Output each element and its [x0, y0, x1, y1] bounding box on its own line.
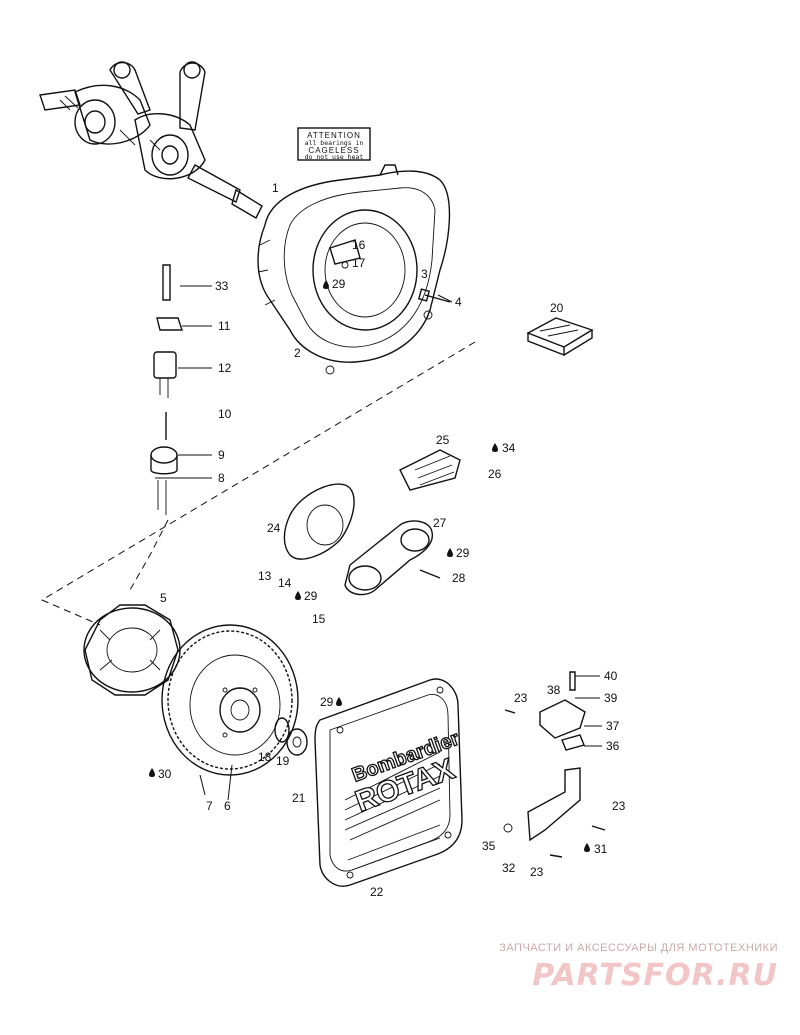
callout-38: 38 — [547, 683, 561, 697]
callout-3: 3 — [421, 267, 428, 281]
callout-23: 23 — [530, 865, 544, 879]
drop-icon — [323, 280, 329, 289]
bolt-4-drawing — [417, 288, 451, 303]
callout-23: 23 — [514, 691, 528, 705]
callout-numbers: 1 2 3 4 16 17 29 20 33 11 12 10 9 8 25 3… — [158, 181, 626, 899]
callout-13: 13 — [258, 569, 272, 583]
sensor-parts-drawing — [150, 264, 183, 515]
callout-30: 30 — [158, 767, 172, 781]
dashed-index-line-1 — [40, 341, 476, 626]
callout-5: 5 — [160, 591, 167, 605]
leader-lines — [172, 285, 602, 801]
callout-16: 16 — [352, 238, 366, 252]
callout-28: 28 — [452, 571, 466, 585]
callout-7: 7 — [206, 799, 213, 813]
callout-19: 19 — [276, 754, 290, 768]
callout-22: 22 — [370, 885, 384, 899]
crankshaft-drawing — [39, 61, 263, 219]
washers-drawing — [274, 717, 308, 756]
callout-32: 32 — [502, 861, 516, 875]
drop-icon — [336, 697, 342, 706]
callout-27: 27 — [433, 516, 447, 530]
watermark-caption: ЗАПЧАСТИ И АКСЕССУАРЫ ДЛЯ МОТОТЕХНИКИ — [499, 942, 778, 954]
drop-icon — [584, 843, 590, 852]
callout-36: 36 — [606, 739, 620, 753]
attention-label-line-1: ATTENTION — [307, 131, 361, 140]
callout-23: 23 — [612, 799, 626, 813]
drop-icon — [492, 443, 498, 452]
drop-icon — [295, 591, 301, 600]
lubricant-drop-icons — [149, 280, 590, 852]
callout-33: 33 — [215, 279, 229, 293]
callout-6: 6 — [224, 799, 231, 813]
part-20-drawing — [526, 317, 594, 357]
callout-29: 29 — [332, 277, 346, 291]
attention-label: ATTENTION all bearings in CAGELESS do no… — [297, 127, 371, 161]
callout-17: 17 — [352, 256, 366, 270]
callout-11: 11 — [218, 319, 231, 333]
callout-10: 10 — [218, 407, 232, 421]
callout-31: 31 — [594, 842, 608, 856]
watermark-logo: PARTSFOR.RU — [532, 958, 778, 993]
callout-26: 26 — [488, 467, 502, 481]
callout-25: 25 — [436, 433, 450, 447]
drop-icon — [447, 548, 453, 557]
callout-29: 29 — [320, 695, 334, 709]
callout-29: 29 — [304, 589, 318, 603]
callout-15: 15 — [312, 612, 326, 626]
callout-34: 34 — [502, 441, 516, 455]
attention-label-line-4: do not use heat — [305, 153, 364, 161]
callout-39: 39 — [604, 691, 618, 705]
dashed-index-line-2 — [129, 519, 169, 591]
callout-21: 21 — [292, 791, 306, 805]
callout-9: 9 — [218, 448, 225, 462]
callout-14: 14 — [278, 576, 292, 590]
flywheel-drawing — [161, 624, 299, 776]
callout-35: 35 — [482, 839, 496, 853]
callout-8: 8 — [218, 471, 225, 485]
callout-29: 29 — [456, 546, 470, 560]
callout-20: 20 — [550, 301, 564, 315]
bracket-parts-drawing — [503, 671, 606, 858]
crankcase-housing-drawing — [257, 164, 451, 375]
callout-12: 12 — [218, 361, 232, 375]
callout-40: 40 — [604, 669, 618, 683]
callout-1: 1 — [272, 181, 279, 195]
intake-parts-drawing — [283, 449, 461, 596]
drop-icon — [149, 768, 155, 777]
rotax-cover-drawing: Bombardier ROTAX — [314, 678, 463, 887]
callout-37: 37 — [606, 719, 620, 733]
attention-label-line-3: CAGELESS — [308, 146, 359, 155]
callout-24: 24 — [267, 521, 281, 535]
attention-label-line-2: all bearings in — [305, 139, 364, 147]
callout-2: 2 — [294, 346, 301, 360]
watermark: ЗАПЧАСТИ И АКСЕССУАРЫ ДЛЯ МОТОТЕХНИКИ PA… — [478, 942, 778, 993]
stator-drawing — [83, 604, 181, 696]
callout-4: 4 — [455, 295, 462, 309]
callout-18: 18 — [258, 750, 272, 764]
